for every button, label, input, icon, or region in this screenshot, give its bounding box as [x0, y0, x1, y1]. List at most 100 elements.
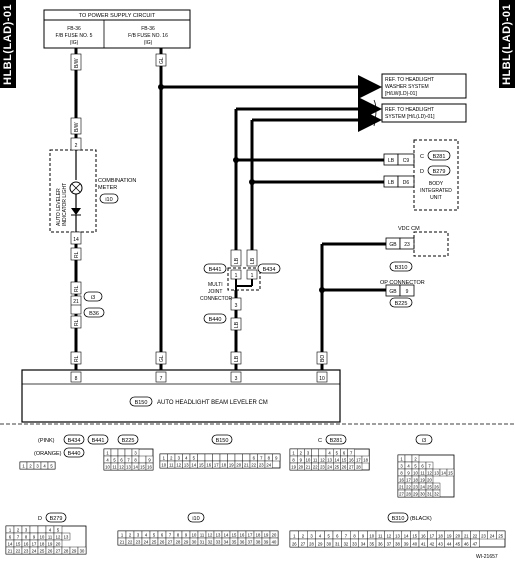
- pin-number: 26: [292, 541, 297, 546]
- b441-pin: 1: [235, 273, 238, 279]
- pin-number: 22: [473, 533, 478, 538]
- pin-number: 23: [320, 464, 325, 469]
- meter-pin-bottom: 14: [73, 237, 79, 243]
- pin-number: 32: [434, 491, 439, 496]
- pin-number: 9: [185, 532, 188, 537]
- pin-number: 5: [50, 463, 53, 468]
- pin-number: 19: [447, 533, 452, 538]
- pin-number: 34: [361, 541, 366, 546]
- pin-number: 1: [400, 456, 403, 461]
- pin-number: 4: [328, 450, 331, 455]
- pin-number: 28: [356, 464, 361, 469]
- b36-label: B36: [89, 311, 99, 317]
- wire-label-rl-4: RL: [74, 355, 80, 362]
- bu-d: D: [420, 169, 424, 175]
- fuse-left-1: FB-36: [67, 26, 81, 32]
- wire-label-rl-1: RL: [74, 251, 80, 258]
- pin-number: 2: [17, 527, 20, 532]
- pin-cell: [219, 453, 228, 462]
- legend-pink: (PINK): [38, 438, 55, 444]
- vdc-label: VDC CM: [398, 226, 420, 232]
- pin-number: 13: [126, 464, 131, 469]
- b440-label: B440: [209, 317, 222, 323]
- ref-headlight-2: SYSTEM [H/L(LD)-01]: [385, 114, 435, 120]
- pin-number: 22: [313, 464, 318, 469]
- pin-number: 21: [306, 464, 311, 469]
- pin-number: 15: [199, 462, 204, 467]
- pin-number: 9: [148, 457, 151, 462]
- pin-number: 4: [106, 457, 109, 462]
- pin-number: 13: [327, 457, 332, 462]
- pin-number: 15: [16, 541, 21, 546]
- wire-label-gl-1: GL: [159, 57, 165, 64]
- pin-number: 11: [169, 462, 174, 467]
- pin-number: 12: [320, 457, 325, 462]
- pin-number: 24: [266, 462, 271, 467]
- pin-number: 13: [184, 462, 189, 467]
- pin-number: 6: [343, 450, 346, 455]
- pin-number: 16: [349, 457, 354, 462]
- pin-number: 39: [264, 539, 269, 544]
- pin-number: 17: [214, 462, 219, 467]
- pin-number: 28: [406, 491, 411, 496]
- legend-c: C: [318, 438, 322, 444]
- pin-number: 33: [352, 541, 357, 546]
- pin-number: 18: [413, 477, 418, 482]
- pin-number: 12: [56, 534, 61, 539]
- pin-cell: [354, 462, 363, 471]
- pin-number: 41: [421, 541, 426, 546]
- ref-headlight-1: REF. TO HEADLIGHT: [385, 107, 434, 113]
- pin-number: 19: [420, 477, 425, 482]
- cm-pin-2: 7: [160, 376, 163, 382]
- pin-number: 6: [120, 457, 123, 462]
- ref-washer-3: [H/LW(LD)-01]: [385, 91, 417, 97]
- pin-number: 20: [236, 462, 241, 467]
- pin-number: 1: [121, 532, 124, 537]
- pin-cell: [77, 546, 87, 555]
- pin-number: 10: [161, 462, 166, 467]
- pin-number: 5: [113, 457, 116, 462]
- pin-number: 7: [127, 457, 130, 462]
- pin-number: 15: [412, 533, 417, 538]
- pin-number: 10: [192, 532, 197, 537]
- pin-number: 4: [145, 532, 148, 537]
- pin-number: 21: [399, 484, 404, 489]
- pin-number: 31: [335, 541, 340, 546]
- pin-cell: [117, 448, 126, 457]
- pin-cell: [61, 532, 71, 541]
- pin-number: 6: [336, 533, 339, 538]
- pin-number: 1: [106, 450, 109, 455]
- pin-number: 9: [407, 470, 410, 475]
- legend-labels: (PINK) B434 B441 (ORANGE) B440 B225 B150…: [34, 434, 498, 560]
- op-pin: 9: [406, 289, 409, 295]
- pin-number: 13: [395, 533, 400, 538]
- cm-pin-1: 8: [75, 376, 78, 382]
- pin-cell: [264, 460, 273, 469]
- pin-number: 1: [163, 455, 166, 460]
- pin-number: 5: [153, 532, 156, 537]
- ref-boxes: REF. TO HEADLIGHT WASHER SYSTEM [H/LW(LD…: [373, 73, 467, 127]
- pin-number: 23: [413, 484, 418, 489]
- pin-number: 17: [248, 532, 253, 537]
- b434-label: B434: [263, 267, 276, 273]
- op-connector-label: OP CONNECTOR: [380, 280, 425, 286]
- pin-number: 7: [345, 533, 348, 538]
- bu-pin-d6: D6: [403, 180, 410, 186]
- wire-label-lb-2: LB: [234, 321, 240, 328]
- fuse-right-2: F/B FUSE NO. 16: [128, 33, 168, 39]
- pin-cell: [197, 453, 206, 462]
- pin-number: 3: [36, 463, 39, 468]
- meter-name-2: METER: [98, 185, 117, 191]
- pin-number: 17: [32, 541, 37, 546]
- pin-number: 16: [421, 533, 426, 538]
- pin-number: 24: [490, 533, 495, 538]
- pin-number: 43: [438, 541, 443, 546]
- pin-number: 18: [256, 532, 261, 537]
- pin-number: 9: [275, 455, 278, 460]
